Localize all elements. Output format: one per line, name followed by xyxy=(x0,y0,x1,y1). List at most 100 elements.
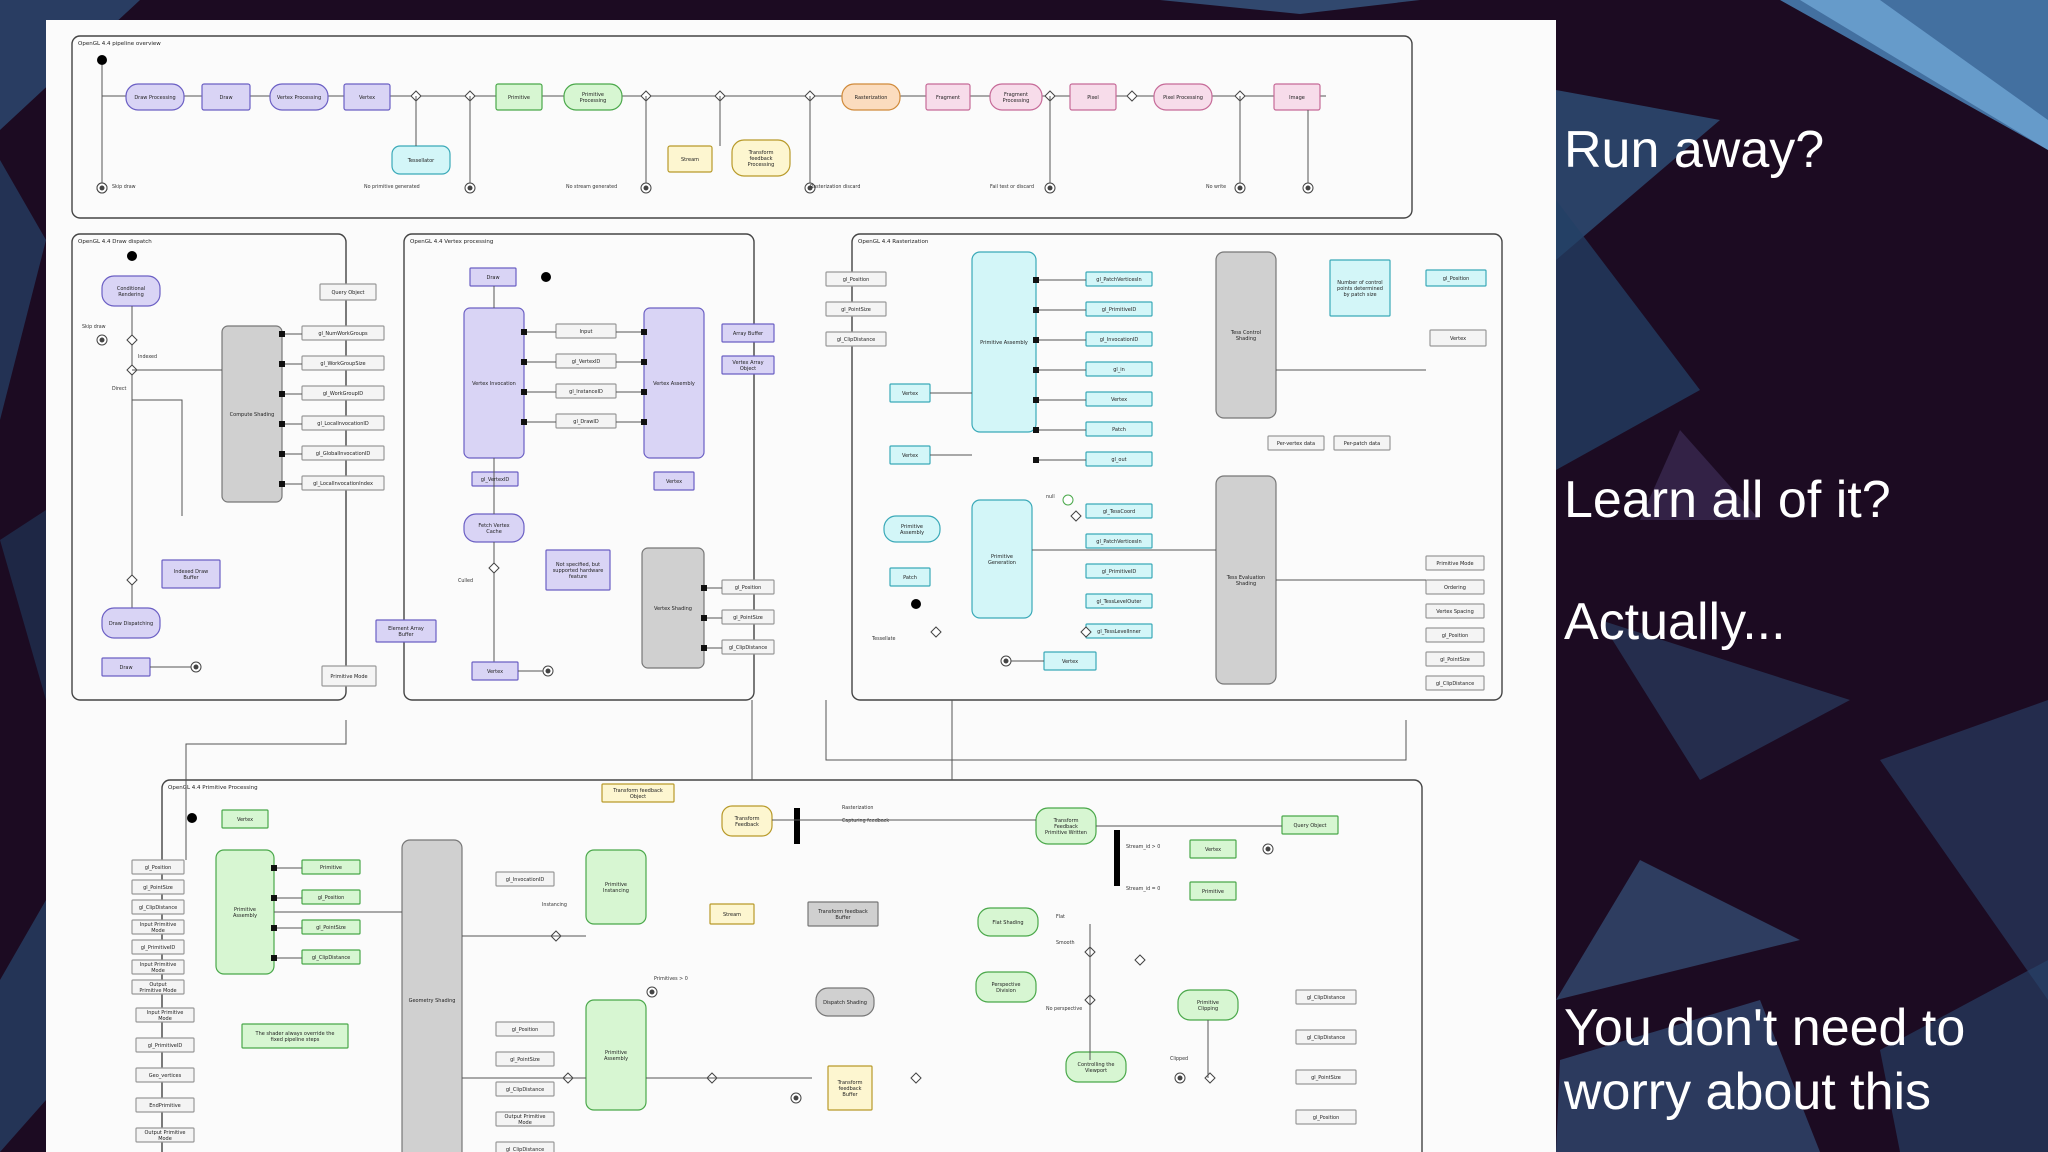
compute-builtin xyxy=(301,385,385,401)
overview-stage xyxy=(989,83,1043,111)
rast-right-tag xyxy=(1425,603,1485,619)
end-node-core xyxy=(1047,185,1053,191)
node-label: Draw xyxy=(119,665,132,671)
node-label: Buffer xyxy=(835,915,851,921)
te-builtin xyxy=(1085,563,1153,579)
end-node-core xyxy=(545,668,551,674)
end-node-core xyxy=(649,989,655,995)
node-label: Fragment xyxy=(1004,92,1028,98)
node-label: gl_in xyxy=(1113,367,1125,373)
vertex-assembly-node xyxy=(643,307,705,459)
node-label: gl_InvocationID xyxy=(1100,337,1139,343)
node-label: Stream xyxy=(723,912,741,918)
node-label: Draw Dispatching xyxy=(109,621,153,627)
overview-decision xyxy=(1126,90,1138,102)
overview-stage xyxy=(495,83,543,111)
end-node-core xyxy=(643,185,649,191)
node-label: Ordering xyxy=(1444,585,1466,591)
node-label: Per-patch data xyxy=(1344,441,1380,447)
pp-mid2-tag xyxy=(495,1081,555,1097)
node-label: gl_ClipDistance xyxy=(837,337,875,343)
compute-builtin xyxy=(301,415,385,431)
node-label: Input Primitive xyxy=(140,962,177,968)
element-array-buffer-node xyxy=(375,619,437,643)
node-label: gl_PrimitiveID xyxy=(148,1043,183,1049)
node-label: gl_ClipDistance xyxy=(506,1087,544,1093)
port xyxy=(1033,367,1039,373)
node-label: Primitive Written xyxy=(1045,830,1087,836)
node-label: Vertex Shading xyxy=(654,606,692,612)
node-label: gl_PrimitiveID xyxy=(1102,307,1137,313)
node-label: Input Primitive xyxy=(140,922,177,928)
node-label: gl_PrimitiveID xyxy=(141,945,176,951)
node-label: Vertex xyxy=(1205,847,1221,853)
vp-input xyxy=(555,383,617,399)
node-label: Object xyxy=(630,794,646,800)
frame-title: OpenGL 4.4 pipeline overview xyxy=(78,41,161,47)
pp-mid-tag xyxy=(301,859,361,875)
compute-builtin xyxy=(301,355,385,371)
port xyxy=(271,865,277,871)
bus-line xyxy=(825,700,1407,761)
pp-bottom-tag xyxy=(135,1127,195,1143)
transform-feedback-node xyxy=(731,139,791,177)
port xyxy=(279,391,285,397)
port xyxy=(1033,307,1039,313)
node-label: gl_PointSize xyxy=(1311,1075,1341,1081)
tc-builtin xyxy=(1085,271,1153,287)
node-label: Buffer xyxy=(842,1092,858,1098)
primitive-generation-node xyxy=(971,499,1033,619)
tess-control-shading-node xyxy=(1215,251,1277,419)
vp-vertex-node xyxy=(653,471,695,491)
node-label: gl_Position xyxy=(145,865,172,871)
rast-start xyxy=(911,599,921,609)
node-label: Feedback xyxy=(1054,824,1078,830)
start-node xyxy=(97,55,107,65)
overview-stage xyxy=(201,83,251,111)
port xyxy=(701,585,707,591)
draw-dispatching-node xyxy=(101,607,161,639)
rast-right-tag xyxy=(1425,651,1485,667)
overview-stage xyxy=(1153,83,1213,111)
node-label: Transform xyxy=(748,150,774,156)
overview-stage xyxy=(563,83,623,111)
port xyxy=(521,329,527,335)
node-label: Controlling the xyxy=(1078,1062,1115,1068)
pp-left-tag xyxy=(131,939,185,955)
port xyxy=(1033,337,1039,343)
port xyxy=(701,645,707,651)
node-label: gl_PointSize xyxy=(143,885,173,891)
overview-exit-label: No write xyxy=(1206,184,1226,190)
node-label: Fetch Vertex xyxy=(478,523,509,529)
node-label: Primitive Mode xyxy=(139,988,176,994)
pp-mid2-tag xyxy=(495,1111,555,1127)
pp-label: Capturing feedback xyxy=(842,818,889,824)
node-label: Feedback xyxy=(735,822,759,828)
node-label: Processing xyxy=(580,98,607,104)
compute-builtin xyxy=(301,445,385,461)
overview-stage xyxy=(841,83,901,111)
node-label: gl_Position xyxy=(735,585,762,591)
node-label: gl_out xyxy=(1111,457,1126,463)
pp-bottom-tag xyxy=(135,1067,195,1083)
per-vertex-tag xyxy=(1267,435,1325,451)
vp-culled-label: Culled xyxy=(458,578,473,584)
tc-builtin xyxy=(1085,301,1153,317)
node-label: gl_PrimitiveID xyxy=(1102,569,1137,575)
primitive-instancing-node xyxy=(585,849,647,925)
node-label: Transform xyxy=(837,1080,863,1086)
pp-bottom-tag xyxy=(135,1007,195,1023)
port xyxy=(279,421,285,427)
vp-vertex-id xyxy=(471,471,519,487)
pp-right-tag xyxy=(1295,989,1357,1005)
node-label: Mode xyxy=(518,1120,532,1126)
frame-title: OpenGL 4.4 Draw dispatch xyxy=(78,239,152,245)
compute-shading-node xyxy=(221,325,283,503)
frame xyxy=(851,233,1503,701)
node-label: Draw xyxy=(486,275,499,281)
decision-diamond xyxy=(126,574,138,586)
vp-output xyxy=(721,609,775,625)
vao-node xyxy=(721,355,775,375)
decision-diamond xyxy=(1204,1072,1216,1084)
